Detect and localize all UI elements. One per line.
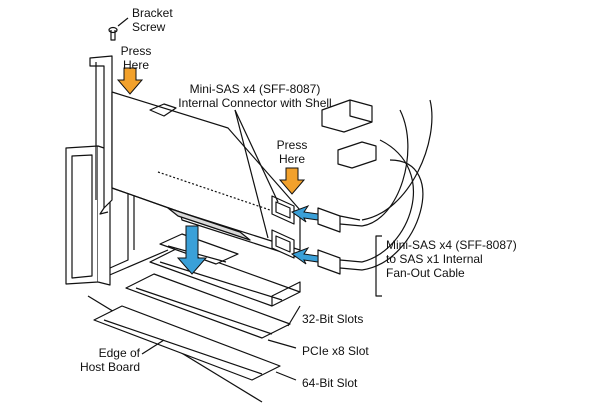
insert-arrow-cable-lower <box>290 246 319 265</box>
press-here-left-label: Press Here <box>114 44 158 72</box>
bracket-screw-label: Bracket Screw <box>132 6 173 34</box>
minisas-connector-lower <box>271 229 295 259</box>
pcb-card <box>111 91 301 259</box>
press-arrow-left <box>116 67 144 95</box>
slot-32bit-label: 32-Bit Slots <box>302 312 364 326</box>
bracket-screw-label-line1: Bracket <box>132 6 173 20</box>
slot-64bit-label: 64-Bit Slot <box>302 376 358 390</box>
cable-plug-upper <box>317 207 363 233</box>
slot-32bit-lower <box>125 273 291 339</box>
fan-out-connector-top <box>321 99 373 133</box>
connector-label-line1: Mini-SAS x4 (SFF-8087) <box>189 82 321 96</box>
fan-out-cable-label-line1: Mini-SAS x4 (SFF-8087) <box>386 238 517 252</box>
card-edge-connector <box>167 207 251 241</box>
slot-pcie-label: PCIe x8 Slot <box>302 344 369 358</box>
fan-out-connector-bottom <box>337 141 377 169</box>
cable-callout-bracket <box>375 235 382 297</box>
connector-label: Mini-SAS x4 (SFF-8087) Internal Connecto… <box>164 82 346 110</box>
press-here-left-line1: Press <box>120 44 152 58</box>
press-here-right-label: Press Here <box>268 138 316 166</box>
press-here-left-line2: Here <box>122 58 149 72</box>
host-board-edge-line1: Edge of <box>98 346 140 360</box>
leader-lines <box>117 17 301 381</box>
slot-64bit <box>93 305 281 381</box>
connector-label-line2: Internal Connector with Shell <box>178 96 332 110</box>
host-board-edge-label: Edge of Host Board <box>62 346 140 374</box>
minisas-connector-upper <box>271 195 295 225</box>
bracket-screw <box>108 26 118 41</box>
insert-arrow-card <box>176 225 208 275</box>
fan-out-cable-label-line2: to SAS x1 Internal <box>386 252 483 266</box>
insert-arrow-cable-upper <box>290 204 319 223</box>
fan-out-cable-label-line3: Fan-Out Cable <box>386 266 465 280</box>
press-arrow-right <box>278 167 306 195</box>
fan-out-cable <box>361 99 433 271</box>
card-bracket <box>89 55 113 215</box>
press-here-right-line2: Here <box>278 152 305 166</box>
cable-plug-lower <box>317 249 363 275</box>
press-here-right-line1: Press <box>276 138 308 152</box>
host-board-edge-line2: Host Board <box>79 360 140 374</box>
bracket-screw-label-line2: Screw <box>132 20 166 34</box>
fan-out-cable-label: Mini-SAS x4 (SFF-8087) to SAS x1 Interna… <box>386 238 517 280</box>
